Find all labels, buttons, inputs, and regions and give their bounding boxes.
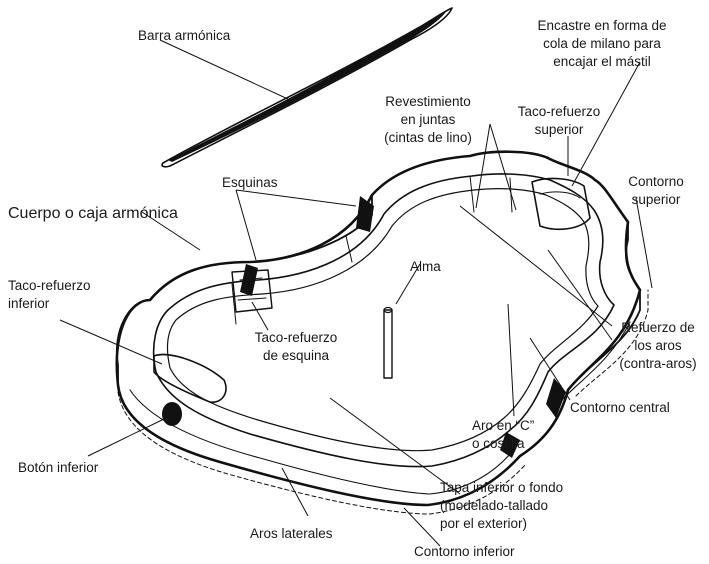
label-refuerzo-aros-2: los aros	[634, 338, 682, 353]
label-revestimiento-2: en juntas	[401, 112, 456, 127]
label-boton: Botón inferior	[18, 460, 99, 475]
label-aros-laterales: Aros laterales	[250, 526, 333, 541]
label-taco-superior-2: superior	[535, 122, 584, 137]
label-aro-c-1: Aro en “C”	[472, 418, 534, 433]
label-taco-inferior-2: inferior	[8, 296, 50, 311]
label-taco-superior-1: Taco-refuerzo	[518, 104, 601, 119]
label-taco-esquina-2: de esquina	[263, 348, 330, 363]
label-refuerzo-aros-3: (contra-aros)	[619, 356, 696, 371]
label-taco-inferior-1: Taco-refuerzo	[8, 278, 91, 293]
label-revestimiento-1: Revestimiento	[385, 94, 471, 109]
label-contorno-superior-1: Contorno	[628, 174, 684, 189]
label-encastre-2: cola de milano para	[543, 36, 661, 51]
label-encastre-3: encajar el mástil	[553, 54, 651, 69]
label-encastre-1: Encastre en forma de	[537, 18, 666, 33]
label-tapa-2: (modelado-tallado	[440, 498, 548, 513]
label-taco-esquina-1: Taco-refuerzo	[255, 330, 338, 345]
violin-ribs	[117, 152, 648, 514]
label-revestimiento-3: (cintas de lino)	[384, 130, 472, 145]
label-contorno-superior-2: superior	[632, 192, 681, 207]
label-barra: Barra armónica	[138, 28, 231, 43]
label-tapa-3: por el exterior)	[440, 516, 527, 531]
label-refuerzo-aros-1: Refuerzo de	[621, 320, 695, 335]
label-aro-c-2: o costilla	[472, 436, 525, 451]
label-tapa-1: Tapa inferior o fondo	[440, 480, 563, 495]
label-esquinas: Esquinas	[222, 175, 278, 190]
label-alma: Alma	[410, 259, 441, 274]
label-contorno-inferior: Contorno inferior	[414, 544, 515, 559]
label-contorno-central: Contorno central	[570, 400, 670, 415]
diagram-title: Cuerpo o caja armónica	[8, 205, 178, 222]
